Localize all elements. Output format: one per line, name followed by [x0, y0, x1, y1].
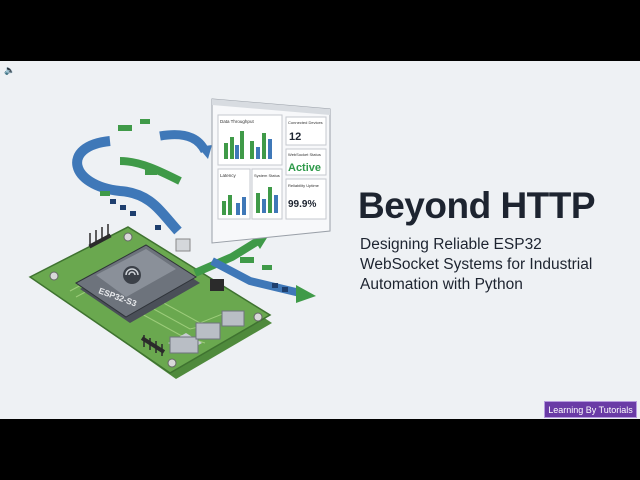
data-flow-arrows [72, 119, 316, 303]
slide-subtitle: Designing Reliable ESP32 WebSocket Syste… [360, 235, 630, 295]
svg-text:WebSocket Status: WebSocket Status [288, 152, 321, 157]
subtitle-line: Automation with Python [360, 276, 523, 293]
pcb-board: ESP32-S3 [28, 224, 272, 379]
speaker-icon[interactable]: 🔈 [4, 65, 16, 75]
subtitle-line: WebSocket Systems for Industrial [360, 256, 593, 273]
svg-text:Active: Active [288, 162, 321, 174]
svg-text:System Status: System Status [254, 173, 280, 178]
illustration: ESP32-S3 [28, 98, 331, 379]
svg-text:Connected Devices: Connected Devices [288, 120, 323, 125]
svg-text:Data Throughput: Data Throughput [220, 119, 254, 124]
channel-badge[interactable]: Learning By Tutorials [544, 401, 637, 418]
svg-text:Latency: Latency [220, 173, 237, 178]
svg-text:Reliability Uptime: Reliability Uptime [288, 183, 320, 188]
subtitle-line: Designing Reliable ESP32 [360, 236, 542, 253]
dashboard-window: Data Throughput Connected Devices 12 Web… [211, 98, 331, 244]
svg-text:99.9%: 99.9% [288, 199, 316, 210]
slide-title: Beyond HTTP [358, 185, 596, 226]
svg-text:12: 12 [289, 131, 301, 143]
slide: 🔈 [0, 61, 640, 419]
